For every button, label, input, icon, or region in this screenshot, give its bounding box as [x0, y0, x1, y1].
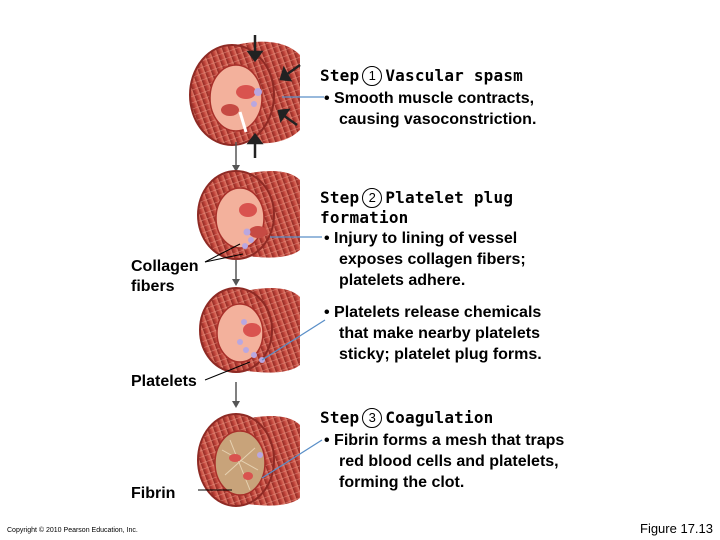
- platelets-label: Platelets: [131, 373, 197, 390]
- leader-collagen-b: [204, 253, 244, 263]
- step2-bullet-b-line3: sticky; platelet plug forms.: [339, 346, 542, 363]
- step2-label: Step: [320, 188, 360, 207]
- step2-bullet-b: • Platelets release chemicals that make …: [324, 302, 542, 365]
- step2-bullet-a-line3: platelets adhere.: [339, 272, 466, 289]
- collagen-fibers-label: Collagen fibers: [131, 257, 199, 297]
- constriction-arrows: [246, 35, 301, 158]
- step3-bullet-line1: • Fibrin forms a mesh that traps: [324, 432, 565, 449]
- step2-bullet-a-line1: • Injury to lining of vessel: [324, 230, 518, 247]
- step3-bullet-line2: red blood cells and platelets,: [339, 453, 559, 470]
- collagen-label-line1: Collagen: [131, 258, 199, 275]
- copyright-text: Copyright © 2010 Pearson Education, Inc.: [7, 527, 138, 534]
- step1-bullet: • Smooth muscle contracts, causing vasoc…: [324, 88, 536, 130]
- step1-number: 1: [362, 66, 383, 86]
- leader-step3: [261, 439, 323, 479]
- collagen-label-line2: fibers: [131, 278, 175, 295]
- step2-bullet-b-line2: that make nearby platelets: [339, 325, 540, 342]
- figure-number: Figure 17.13: [640, 521, 713, 536]
- vessel-step1: [189, 41, 300, 146]
- step2-bullet-a-line2: exposes collagen fibers;: [339, 251, 526, 268]
- step3-number: 3: [362, 408, 383, 428]
- down-arrow-3: [232, 382, 240, 408]
- step1-title: Vascular spasm: [385, 66, 524, 85]
- down-arrow-2: [232, 260, 240, 286]
- step3-title: Coagulation: [385, 408, 494, 427]
- step3-label: Step: [320, 408, 360, 427]
- leader-collagen-a: [204, 243, 241, 263]
- step2-bullet-b-line1: • Platelets release chemicals: [324, 304, 542, 321]
- fibrin-label: Fibrin: [131, 485, 176, 502]
- step1-label: Step: [320, 66, 360, 85]
- vessel-step2: [197, 170, 300, 260]
- vessel-step3: [199, 287, 300, 373]
- step3-bullet: • Fibrin forms a mesh that traps red blo…: [324, 430, 564, 493]
- leader-step2b: [261, 319, 326, 361]
- down-arrow-1: [232, 142, 240, 172]
- step1-bullet-line1: • Smooth muscle contracts,: [324, 90, 535, 107]
- step2-title-line1: Platelet plug: [385, 188, 514, 207]
- step1-bullet-line2: causing vasoconstriction.: [339, 111, 537, 128]
- step3-bullet-line3: forming the clot.: [339, 474, 465, 491]
- step2-bullet-a: • Injury to lining of vessel exposes col…: [324, 228, 526, 291]
- step2-number: 2: [362, 188, 383, 208]
- step2-title-line2: formation: [320, 208, 409, 227]
- vessel-step4: [197, 413, 300, 507]
- leader-platelets: [204, 361, 251, 381]
